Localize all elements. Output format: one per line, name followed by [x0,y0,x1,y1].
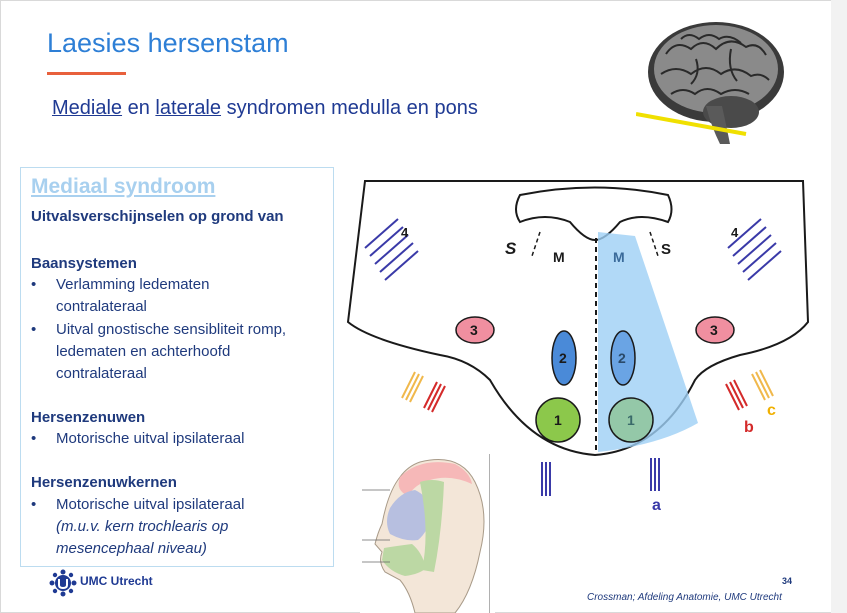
bullet-symbol: • [31,496,37,513]
lesion-area [598,232,698,452]
brain-image [636,22,784,144]
bullet-line: Motorische uitval ipsilateraal [56,430,245,447]
label-b: b [744,419,754,436]
label-4-right: 4 [731,225,739,240]
brainstem-diagram: S M M S 4 4 3 3 2 2 1 1 a b c [346,180,810,514]
subtitle-en: en [122,97,156,119]
label-m-right: M [613,249,625,265]
label-3-right: 3 [710,322,718,338]
bullet-line: Verlamming ledematen [56,276,210,293]
nucleus-2-right [610,330,636,386]
label-s-right: S [661,241,671,258]
page-subtitle: Mediale en laterale syndromen medulla en… [52,97,478,120]
label-1-left: 1 [554,412,562,428]
bullet-symbol: • [31,276,37,293]
bullet-line: Motorische uitval ipsilateraal [56,496,245,513]
subtitle-mediale: Mediale [52,97,123,119]
tract-4-right [727,218,782,281]
nerve-a-left [541,462,551,496]
label-m-left: M [553,249,565,265]
tract-4-left [364,218,419,281]
label-2-left: 2 [559,350,567,366]
label-a: a [652,497,661,514]
nucleus-3-left [455,316,495,344]
subtitle-rest: syndromen medulla en pons [221,97,478,119]
subtitle-laterale: laterale [155,97,222,119]
title-accent-line [47,72,126,75]
bullet-line: contralateraal [56,365,147,382]
nerve-c-right [751,369,774,401]
nerve-a-right [650,458,660,491]
bullet-line: (m.u.v. kern trochlearis op [56,518,229,535]
bullet-line: Uitval gnostische sensibliteit romp, [56,321,287,338]
slide-edge [831,0,847,613]
nucleus-1-right [608,397,654,443]
label-s-left: S [505,239,517,258]
bullet-line: contralateraal [56,298,147,315]
label-4-left: 4 [401,225,409,240]
label-2-right: 2 [618,350,626,366]
label-3-left: 3 [470,322,478,338]
nucleus-3-right [695,316,735,344]
nerve-b-left [423,381,446,413]
brainstem-outline [346,180,810,457]
umc-utrecht-logo [49,569,77,597]
page-title: Laesies hersenstam [47,28,289,58]
fourth-ventricle [515,186,673,242]
mediaal-syndroom-panel: Mediaal syndroom Uitvalsverschijnselen o… [20,167,334,567]
bullet-symbol: • [31,321,37,338]
page-number: 34 [782,576,793,586]
label-1-right: 1 [627,412,635,428]
label-c: c [767,402,776,419]
bullet-line: ledematen en achterhoofd [56,343,231,360]
logo-text: UMC Utrecht [80,574,153,588]
face-dermatome-image [360,452,495,613]
nucleus-2-left [551,330,577,386]
section-heading-hersenzenuwkernen: Hersenzenuwkernen [31,474,177,491]
section-heading-hersenzenuwen: Hersenzenuwen [31,409,146,426]
bullet-line: mesencephaal niveau) [56,540,207,557]
divider-line [489,454,490,613]
bullet-symbol: • [31,430,37,447]
panel-subtitle: Uitvalsverschijnselen op grond van [31,208,284,225]
credit-text: Crossman; Afdeling Anatomie, UMC Utrecht [587,592,782,603]
nucleus-1-left [535,397,581,443]
panel-title: Mediaal syndroom [31,175,216,198]
nerve-c-left [401,371,424,403]
nerve-b-right [725,379,748,411]
section-heading-baansystemen: Baansystemen [31,255,137,272]
